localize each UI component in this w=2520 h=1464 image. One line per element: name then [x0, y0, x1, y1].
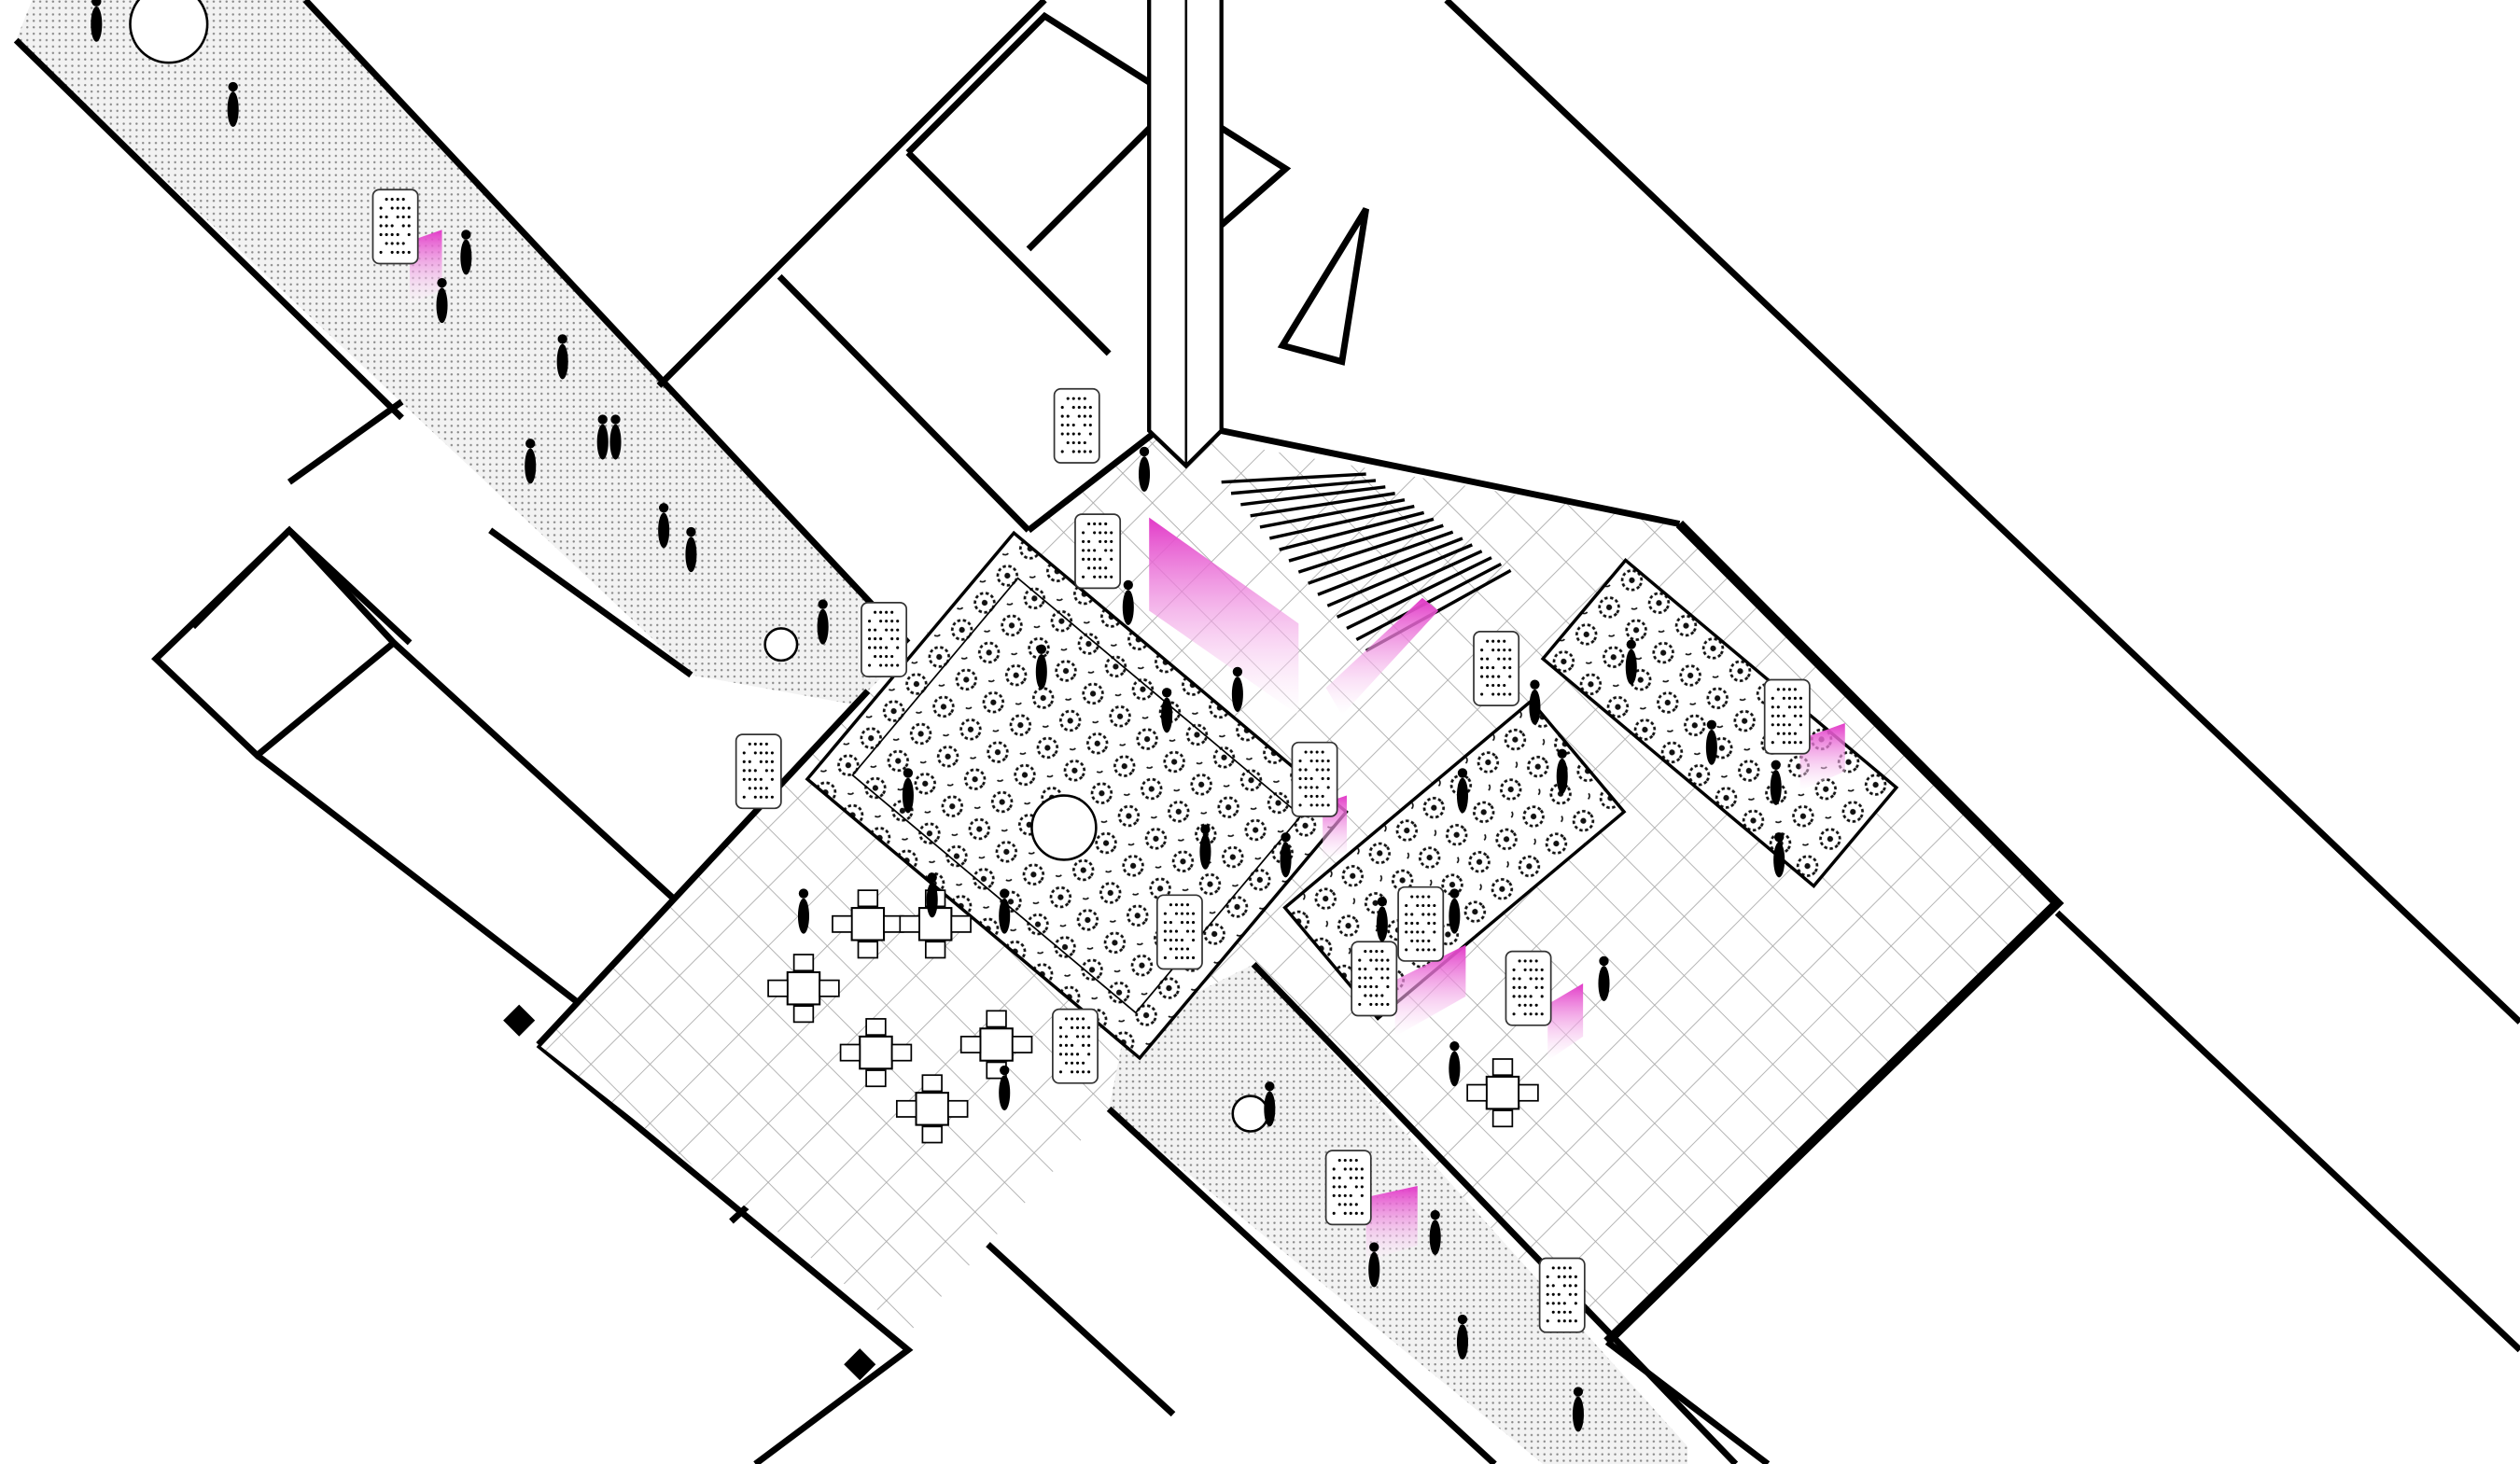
person-figure — [1773, 832, 1785, 878]
stair-step — [1268, 504, 1415, 540]
stair-step — [1346, 556, 1492, 630]
person-figure — [1138, 446, 1151, 493]
person-figure — [1122, 579, 1134, 625]
braille-sign — [1538, 1257, 1586, 1333]
person-figure — [817, 599, 829, 645]
person-figure — [1035, 644, 1047, 690]
stair-step — [1240, 485, 1386, 507]
person-figure — [1449, 1041, 1461, 1087]
stairs — [1221, 472, 1512, 653]
person-figure — [596, 414, 609, 460]
table-with-chairs — [832, 889, 904, 959]
person-figure — [1376, 897, 1388, 942]
person-figure — [658, 503, 670, 549]
person-figure — [685, 526, 697, 573]
braille-sign — [1351, 941, 1398, 1017]
stair-step — [1250, 492, 1395, 518]
stair-step — [1317, 537, 1463, 596]
braille-sign — [861, 601, 908, 677]
braille-signs — [371, 188, 1811, 1333]
person-figure — [91, 0, 103, 42]
person-figure — [609, 414, 622, 460]
table-with-chairs — [1466, 1058, 1539, 1128]
braille-sign — [1763, 678, 1811, 755]
person-figure — [1449, 888, 1461, 934]
building-walls — [151, 0, 1370, 1464]
braille-sign — [371, 188, 419, 265]
person-figure — [1770, 760, 1782, 805]
table-with-chairs — [895, 1074, 969, 1144]
braille-sign — [735, 733, 782, 810]
furniture — [767, 889, 1539, 1144]
person-figure — [1280, 832, 1292, 878]
stair-step — [1230, 479, 1377, 495]
person-figure — [460, 230, 472, 275]
stair-step — [1259, 497, 1406, 529]
person-figure — [436, 277, 448, 324]
braille-sign — [1291, 741, 1338, 817]
person-figure — [1456, 768, 1468, 814]
person-figure — [999, 1065, 1011, 1111]
braille-sign — [1324, 1150, 1372, 1226]
person-figure — [1199, 824, 1211, 870]
stair-step — [1308, 530, 1454, 585]
person-figure — [926, 872, 938, 918]
stair-step — [1279, 510, 1425, 551]
tower — [1147, 0, 1224, 469]
stair-step — [1326, 543, 1473, 607]
person-figure — [227, 81, 239, 128]
person-figure — [1598, 955, 1610, 1001]
braille-sign — [1505, 950, 1552, 1026]
person-figure — [1264, 1081, 1276, 1127]
braille-sign — [1397, 885, 1445, 962]
braille-sign — [1473, 630, 1520, 706]
person-figure — [1368, 1242, 1380, 1288]
person-figure — [1529, 679, 1541, 725]
person-figure — [1572, 1387, 1584, 1432]
stair-step — [1297, 523, 1444, 574]
upper-corridor — [13, 0, 911, 707]
person-figure — [1625, 639, 1637, 685]
table-with-chairs — [959, 1010, 1033, 1080]
braille-sign — [1155, 894, 1203, 970]
person-figure — [797, 888, 809, 934]
braille-sign — [1052, 1008, 1099, 1084]
person-figure — [1161, 688, 1173, 733]
table-with-chairs — [839, 1018, 913, 1088]
accent-elements — [410, 230, 1845, 1262]
stair-step — [1336, 550, 1483, 619]
stair-step — [1221, 472, 1366, 484]
braille-sign — [1053, 387, 1100, 464]
person-figure — [1556, 748, 1568, 794]
braille-sign — [1074, 513, 1122, 590]
person-figure — [902, 768, 914, 814]
stair-step — [1288, 517, 1435, 563]
person-figure — [525, 439, 537, 484]
person-figure — [1231, 666, 1243, 712]
person-figure — [556, 334, 568, 380]
person-figure — [999, 888, 1011, 934]
person-figure — [1456, 1314, 1468, 1360]
person-figure — [1705, 719, 1717, 765]
table-with-chairs — [767, 954, 840, 1024]
person-figure — [1429, 1209, 1441, 1256]
people-figures — [91, 0, 1785, 1432]
stair-step — [1355, 562, 1503, 641]
